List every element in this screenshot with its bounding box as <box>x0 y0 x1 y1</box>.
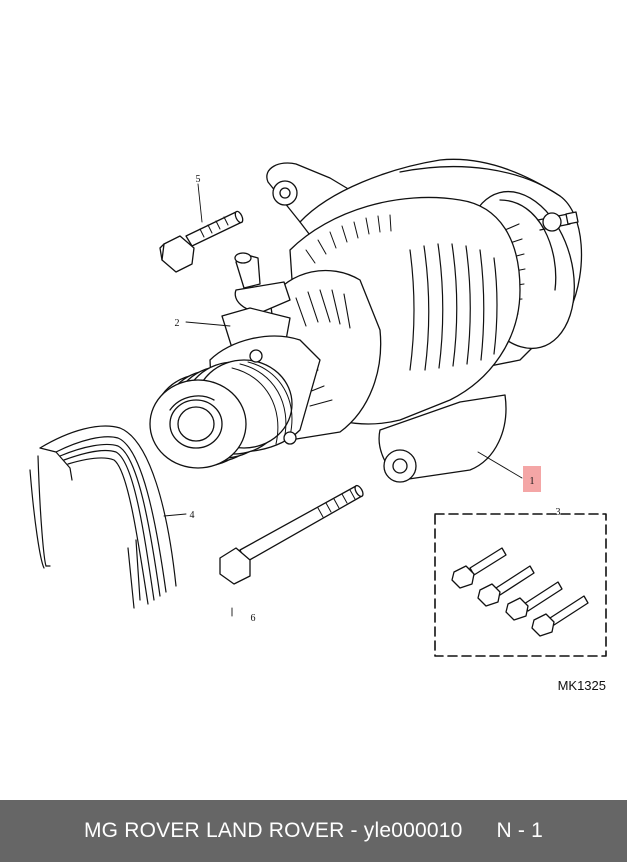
footer-bar: MG ROVER LAND ROVER - yle000010 N - 1 <box>0 800 627 862</box>
callout-2: 2 <box>175 318 180 329</box>
drawing-code: MK1325 <box>558 678 606 693</box>
callout-1-highlight <box>523 466 541 492</box>
footer-title: MG ROVER LAND ROVER - yle000010 <box>83 819 463 842</box>
parts-diagram: 1 2 3 4 5 6 MK1325 <box>29 158 607 693</box>
callout-3: 3 <box>556 507 561 518</box>
footer-page: N - 1 <box>496 819 543 842</box>
bolt-5-drawing <box>159 210 244 273</box>
callout-4: 4 <box>190 510 195 521</box>
leader-lines <box>163 183 523 617</box>
callout-5: 5 <box>196 174 201 185</box>
callout-1: 1 <box>530 476 535 487</box>
drive-belt-drawing <box>29 425 177 609</box>
bolt-6-drawing <box>219 484 364 585</box>
bolt-set-drawing <box>434 513 607 657</box>
alternator-drawing <box>149 158 583 483</box>
callout-6: 6 <box>251 613 256 624</box>
